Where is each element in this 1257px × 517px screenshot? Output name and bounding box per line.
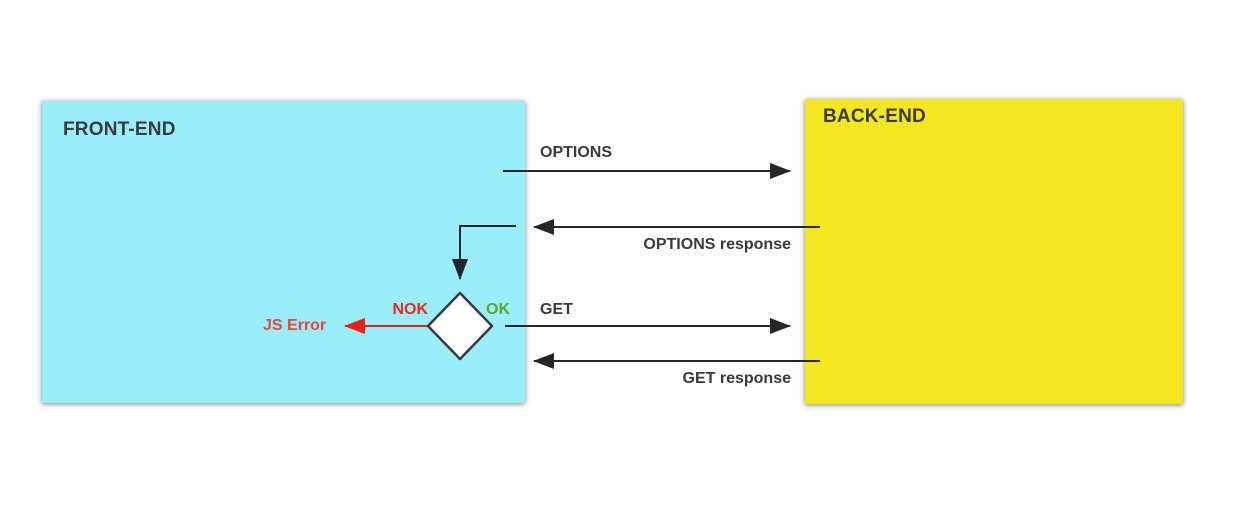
decision-ok-label: OK <box>486 301 510 318</box>
backend-title: BACK-END <box>823 106 926 127</box>
frontend-box: FRONT-END <box>42 101 525 403</box>
backend-box: BACK-END <box>805 99 1183 404</box>
frontend-title: FRONT-END <box>63 119 176 140</box>
js-error-label: JS Error <box>263 317 327 334</box>
options-request-label: OPTIONS <box>540 144 613 161</box>
get-response-label: GET response <box>682 370 791 387</box>
options-response-label: OPTIONS response <box>643 236 791 253</box>
decision-nok-label: NOK <box>392 301 428 318</box>
get-request-label: GET <box>540 301 573 318</box>
